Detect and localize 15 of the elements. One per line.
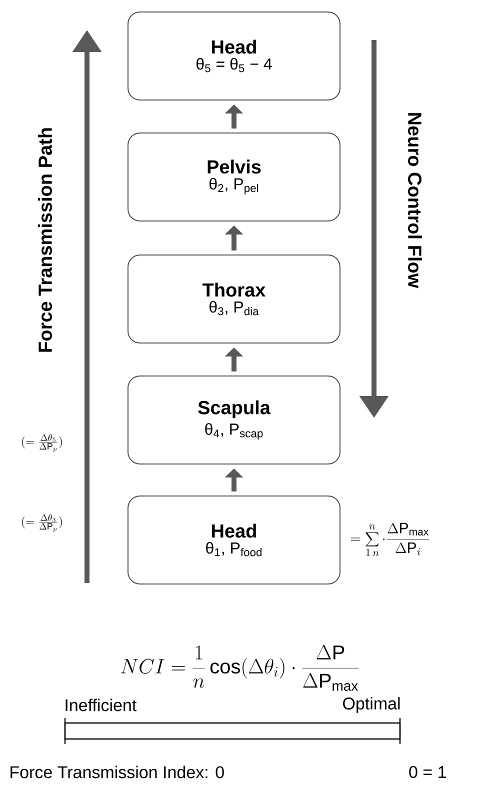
process-box: Head θ$_{1}$, P$_{food}$ xyxy=(128,496,340,584)
formula-label: $(= \frac{\Delta\theta_3}{\Delta \mathrm{P}_p})$ xyxy=(22,514,62,532)
process-box: Pelvis θ$_{2}$, P$_{pel}$ xyxy=(128,132,340,222)
scale-label: Optimal xyxy=(343,697,400,713)
axis-label: Neuro Control Flow xyxy=(408,113,422,288)
index-label: Force Transmission Index: 0 xyxy=(10,766,224,778)
process-box: Head θ$_{5}$ = θ$_{5}$ − 4 xyxy=(128,12,340,100)
formula: $= \sum_{1\,n}^{n} \cdot \frac{\Delta \mathrm{P}_{\mathrm{max}}}{\Delta \mathrm{P}_{i}}$ xyxy=(350,522,430,556)
axis-label: Force Transmission Path xyxy=(38,128,52,352)
scale-label: Inefficient xyxy=(66,698,137,712)
process-box: Thorax θ$_{3}$, P$_{dia}$ xyxy=(128,254,340,344)
formula-label: $(= \frac{\Delta\theta_5}{\Delta \mathrm{P}_p})$ xyxy=(22,434,62,452)
index-label: 0 = 1 xyxy=(409,766,446,778)
process-box: Scapula θ$_{4}$, P$_{scap}$ xyxy=(128,376,340,464)
formula: $NCI = \frac{1}{n}\cos(\Delta\theta_i) \cdot \frac{\Delta \mathrm{P}}{\Delta \mathrm{P}_{\mathrm{max}}}$ xyxy=(121,644,359,691)
